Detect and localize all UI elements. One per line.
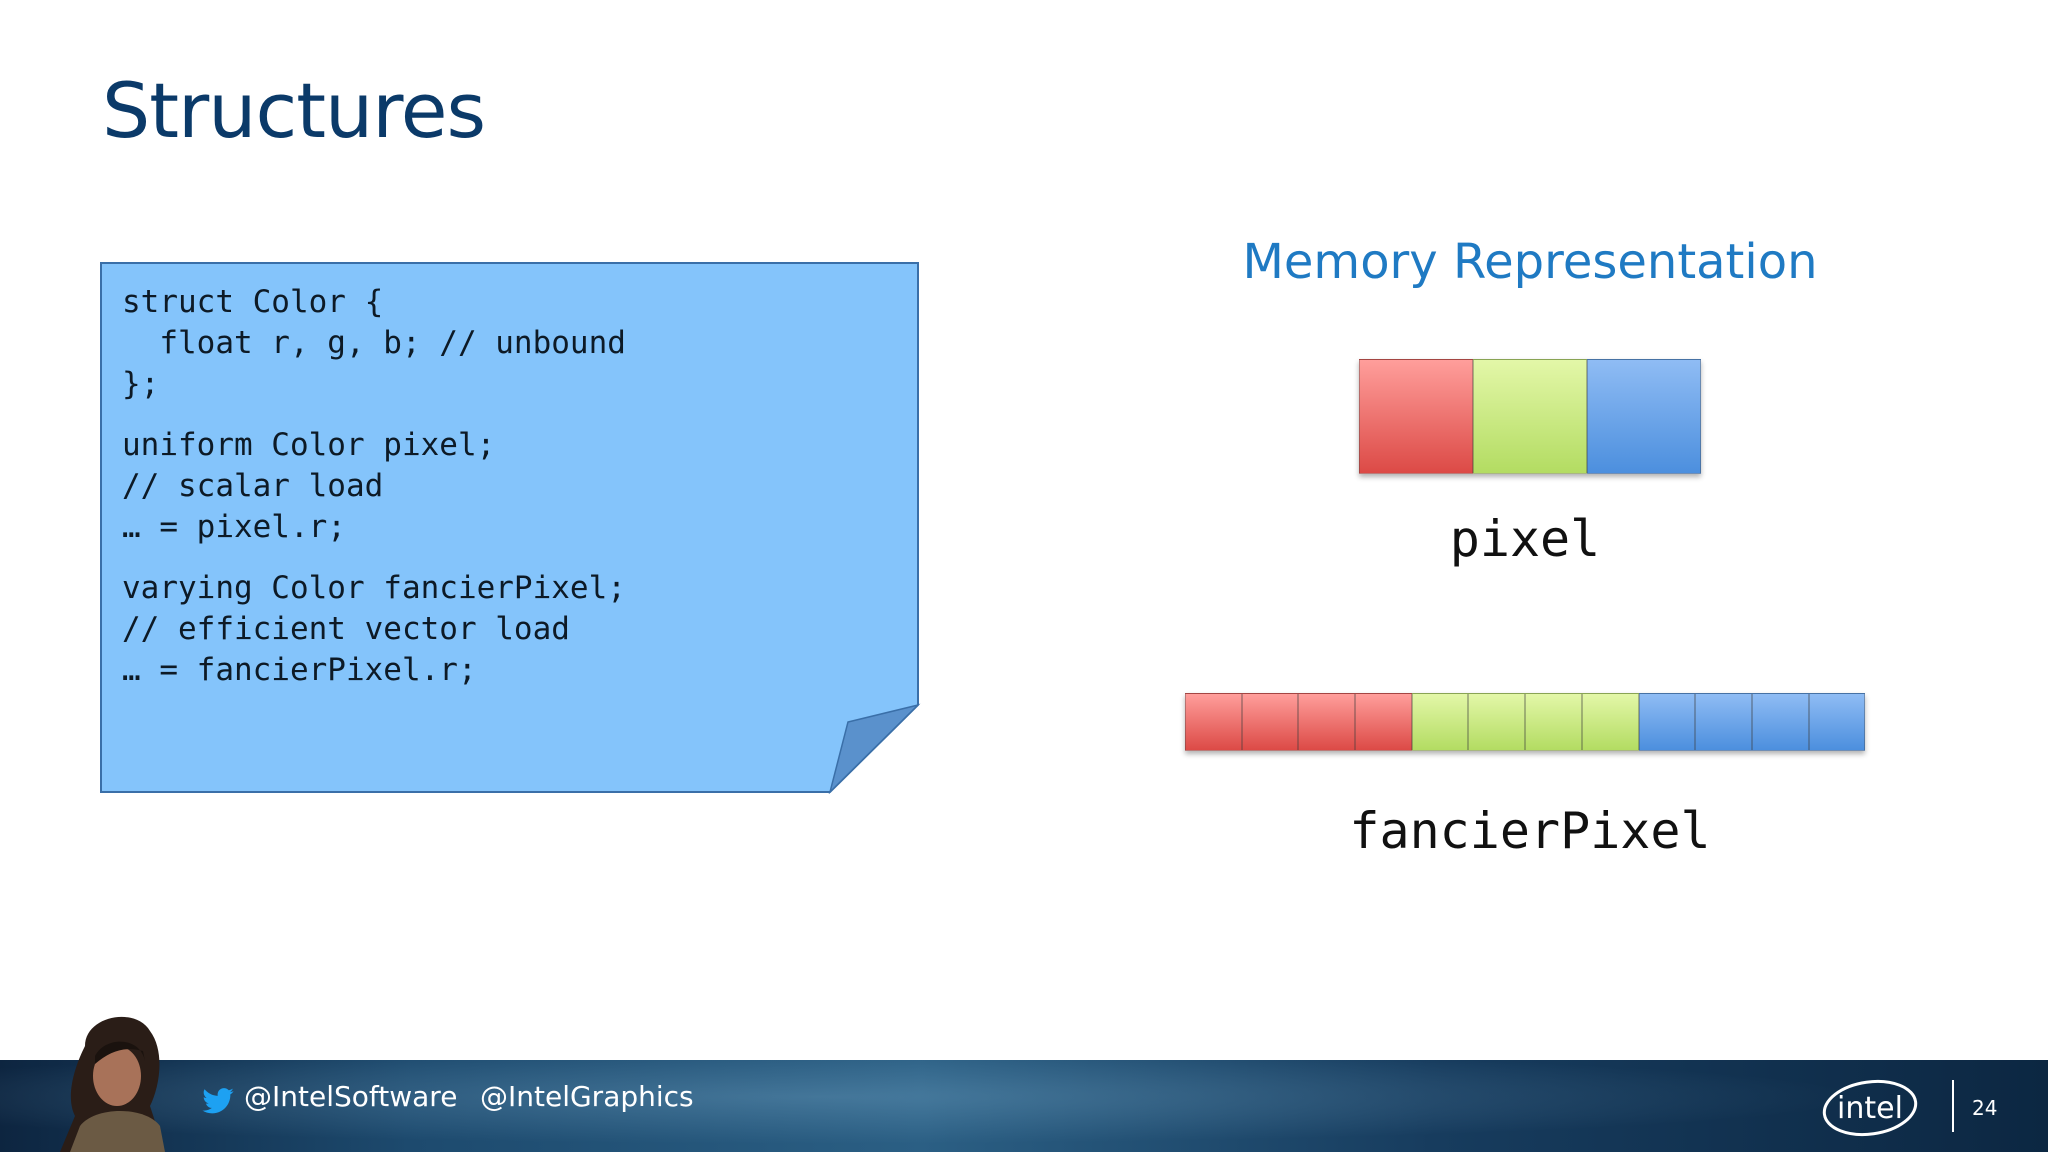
- slide-title: Structures: [102, 66, 486, 155]
- pixel-memory-blocks: [1359, 359, 1701, 474]
- fancier-pixel-r-cell: [1185, 693, 1242, 751]
- fancier-pixel-b-cell: [1808, 693, 1866, 751]
- code-line: float r, g, b; // unbound: [122, 325, 626, 361]
- pixel-r-cell: [1359, 359, 1473, 474]
- footer-bar: [0, 1060, 2048, 1152]
- note-shape: [100, 262, 921, 794]
- code-line: };: [122, 366, 160, 402]
- pixel-b-cell: [1587, 359, 1701, 474]
- code-block: struct Color { float r, g, b; // unbound…: [122, 282, 626, 691]
- pixel-label: pixel: [1449, 510, 1601, 568]
- fancier-pixel-label: fancierPixel: [1349, 802, 1711, 860]
- code-line: … = fancierPixel.r;: [122, 652, 477, 688]
- fancier-pixel-g-cell: [1411, 693, 1469, 751]
- pixel-g-cell: [1473, 359, 1587, 474]
- code-line: [122, 405, 626, 425]
- fancier-pixel-g-cell: [1581, 693, 1639, 751]
- twitter-handle-intel-software[interactable]: @IntelSoftware: [244, 1080, 458, 1113]
- code-line: [122, 548, 626, 568]
- note-fold: [828, 703, 921, 794]
- footer-divider: [1952, 1080, 1954, 1132]
- fancier-pixel-r-cell: [1355, 693, 1412, 751]
- code-note: struct Color { float r, g, b; // unbound…: [100, 262, 922, 794]
- twitter-icon: [202, 1088, 234, 1114]
- fancier-pixel-g-cell: [1468, 693, 1526, 751]
- code-line: // scalar load: [122, 468, 384, 504]
- code-line: … = pixel.r;: [122, 509, 346, 545]
- fancier-pixel-r-cell: [1298, 693, 1356, 751]
- code-line: // efficient vector load: [122, 611, 570, 647]
- code-line: uniform Color pixel;: [122, 427, 496, 463]
- intel-logo-text: intel: [1837, 1091, 1903, 1126]
- twitter-handle-intel-graphics[interactable]: @IntelGraphics: [480, 1080, 694, 1113]
- fancier-pixel-r-cell: [1241, 693, 1299, 751]
- fancier-pixel-b-cell: [1638, 693, 1696, 751]
- intel-logo: intel: [1822, 1079, 1918, 1137]
- page-number: 24: [1972, 1096, 1998, 1120]
- code-line: struct Color {: [122, 284, 384, 320]
- code-line: varying Color fancierPixel;: [122, 570, 626, 606]
- fancier-pixel-memory-blocks: [1185, 693, 1866, 751]
- fancier-pixel-b-cell: [1695, 693, 1752, 751]
- fancier-pixel-b-cell: [1751, 693, 1809, 751]
- character-avatar: [60, 1016, 165, 1152]
- fancier-pixel-g-cell: [1525, 693, 1582, 751]
- memory-heading: Memory Representation: [1242, 234, 1818, 290]
